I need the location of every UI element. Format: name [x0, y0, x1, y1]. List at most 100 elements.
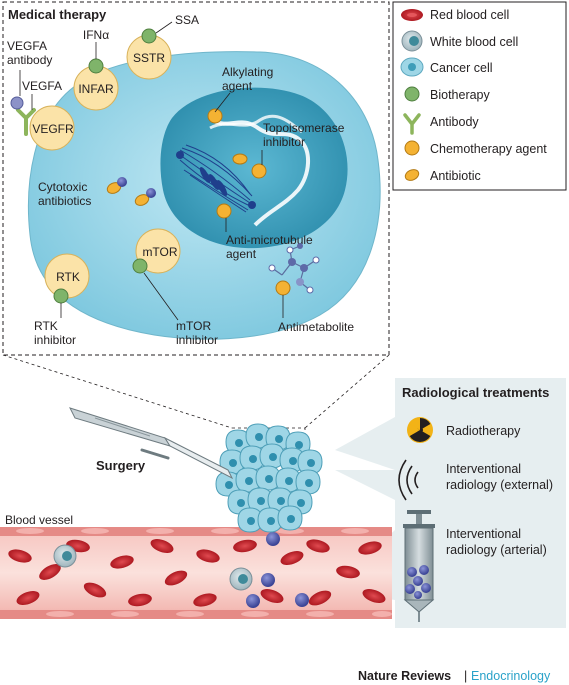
tumour-cluster	[215, 423, 323, 533]
centrosome	[176, 151, 184, 159]
tumour-cell-nucleus	[277, 497, 285, 505]
label-ssa: SSA	[175, 13, 199, 27]
label-alkylating-agent-line2: agent	[222, 79, 253, 93]
legend-label-biotherapy: Biotherapy	[430, 88, 491, 102]
footer-journal: Nature Reviews	[358, 669, 451, 683]
label-rtk-inhibitor: RTK	[34, 319, 58, 333]
legend-label-antibody: Antibody	[430, 115, 479, 129]
radiology-particles	[246, 532, 309, 608]
tumour-cell-nucleus	[225, 481, 233, 489]
alkylating-agent-dot	[207, 108, 223, 124]
rtk-receptor: RTK	[44, 253, 90, 304]
legend-frame	[392, 1, 567, 191]
tumour-cell-nucleus	[265, 475, 273, 483]
tumour-cell-nucleus	[267, 517, 275, 525]
label-sstr: SSTR	[133, 51, 165, 65]
scalpel-icon	[69, 407, 234, 480]
tumour-cell-nucleus	[295, 441, 303, 449]
tumour-cell-nucleus	[285, 477, 293, 485]
label-interventional-radiology-external-line2: radiology (external)	[446, 478, 553, 492]
vegfa-ligand-dot	[10, 96, 24, 110]
label-ifn-alpha: IFNα	[83, 28, 109, 42]
tumour-cell-nucleus	[255, 433, 263, 441]
label-mtor-inhibitor: mTOR	[176, 319, 211, 333]
antibiotic-icon	[404, 169, 420, 181]
cytotoxic-antibiotic-group	[106, 177, 156, 206]
red-blood-cells	[8, 539, 386, 607]
label-vegfa-antibody: VEGFA	[7, 39, 47, 53]
tumour-cell-nucleus	[247, 517, 255, 525]
label-anti-microtubule-agent: Anti-microtubule	[226, 233, 313, 247]
label-alkylating-agent: Alkylating	[222, 65, 273, 79]
vessel-wall-cells	[16, 528, 392, 617]
tumour-cell-nucleus	[249, 455, 257, 463]
tumour-cell-nucleus	[269, 453, 277, 461]
chromosomes	[199, 167, 228, 196]
spindle-fibres	[179, 144, 253, 213]
antimicrotubule-agent-dot	[216, 203, 232, 219]
label-topoisomerase-inhibitor: Topoisomerase	[263, 121, 345, 135]
ssa-biotherapy-dot	[141, 28, 157, 44]
radiation-hazard-icon	[407, 417, 433, 443]
label-mtor: mTOR	[142, 245, 177, 259]
rtk-inhibitor-dot	[53, 288, 69, 304]
biotherapy-icon	[404, 86, 420, 102]
legend-label-red-blood-cell: Red blood cell	[430, 8, 509, 22]
label-cytotoxic-antibiotics: Cytotoxic	[38, 180, 87, 194]
topoisomerase-agent-dot	[232, 153, 248, 165]
label-rtk-inhibitor-line2: inhibitor	[34, 333, 76, 347]
blood-vessel: Blood vessel	[0, 513, 392, 619]
label-radiotherapy: Radiotherapy	[446, 424, 521, 438]
external-radiation-wave-icon	[398, 459, 419, 501]
tumour-cell-nucleus	[235, 439, 243, 447]
tumour-cell-nucleus	[287, 515, 295, 523]
footer-credit: Nature Reviews | Endocrinology	[358, 669, 551, 683]
mtor-inhibitor-dot	[132, 258, 148, 274]
vegfr-receptor: VEGFR	[29, 105, 75, 151]
label-anti-microtubule-agent-line2: agent	[226, 247, 257, 261]
syringe-icon	[403, 510, 435, 622]
topoisomerase-agent-dot	[251, 163, 267, 179]
tumour-cell-nucleus	[289, 457, 297, 465]
label-interventional-radiology-arterial-line2: radiology (arterial)	[446, 543, 547, 557]
medical-therapy-title: Medical therapy	[8, 7, 107, 22]
label-vegfa: VEGFA	[22, 79, 62, 93]
tumour-cell-nucleus	[229, 459, 237, 467]
label-cytotoxic-antibiotics-line2: antibiotics	[38, 194, 91, 208]
footer-section: Endocrinology	[471, 669, 551, 683]
label-vegfr: VEGFR	[32, 122, 74, 136]
tumour-cell-nucleus	[307, 459, 315, 467]
nucleus	[160, 87, 348, 249]
antibody-icon	[403, 113, 421, 135]
label-blood-vessel: Blood vessel	[5, 513, 73, 527]
antimetabolite-molecule	[268, 243, 320, 296]
label-topoisomerase-inhibitor-line2: inhibitor	[263, 135, 305, 149]
white-blood-cell-icon	[401, 30, 423, 52]
label-infar: INFAR	[78, 82, 114, 96]
mtor-target: mTOR	[132, 228, 181, 274]
ifn-biotherapy-dot	[88, 58, 104, 74]
label-rtk: RTK	[56, 270, 80, 284]
label-interventional-radiology-external: Interventional	[446, 462, 521, 476]
tumour-cell-nucleus	[237, 499, 245, 507]
footer-separator: |	[464, 669, 467, 683]
label-interventional-radiology-arterial: Interventional	[446, 527, 521, 541]
legend: Red blood cell White blood cell Cancer c…	[392, 1, 567, 191]
sstr-receptor: SSTR	[126, 28, 172, 80]
label-mtor-inhibitor-line2: inhibitor	[176, 333, 218, 347]
legend-label-white-blood-cell: White blood cell	[430, 35, 518, 49]
label-antimetabolite: Antimetabolite	[278, 320, 354, 334]
vegfa-antibody	[10, 96, 36, 136]
zoom-guides	[2, 354, 390, 449]
vessel-wall-top	[0, 527, 392, 536]
tumour-cell-nucleus	[297, 499, 305, 507]
medical-therapy-panel: Medical therapy	[2, 1, 390, 356]
label-vegfa-antibody-line2: antibody	[7, 53, 52, 67]
legend-label-chemotherapy-agent: Chemotherapy agent	[430, 142, 547, 156]
centrosome	[248, 201, 256, 209]
chemotherapy-agent-icon	[404, 140, 420, 156]
radiological-title: Radiological treatments	[402, 385, 549, 400]
legend-label-cancer-cell: Cancer cell	[430, 61, 493, 75]
infar-receptor: INFAR	[73, 58, 119, 111]
